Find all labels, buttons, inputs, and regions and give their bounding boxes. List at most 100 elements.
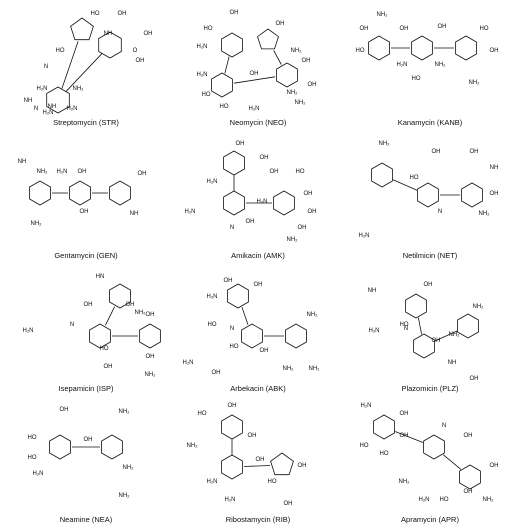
substituent-label: OH — [144, 31, 153, 37]
substituent-label: NH₂ — [435, 62, 447, 68]
glycosidic-bond — [105, 306, 115, 326]
hexose-ring — [89, 323, 111, 349]
substituent-label: NH₂ — [449, 332, 461, 338]
substituent-label: NH₂ — [479, 211, 491, 217]
substituent-label: H₂N — [359, 233, 370, 239]
glycosidic-bond — [65, 53, 103, 92]
compound-caption: Ribostamycin (RIB) — [225, 515, 291, 524]
substituent-label: N — [44, 64, 48, 70]
substituent-label: OH — [270, 169, 279, 175]
substituent-label: HO — [356, 48, 365, 54]
substituent-label: NH₂ — [379, 141, 391, 147]
glycosidic-bond — [392, 179, 418, 191]
hexose-ring — [285, 323, 307, 349]
hexose-ring — [417, 182, 439, 208]
substituent-label: H₂N — [397, 62, 408, 68]
glycosidic-bond — [418, 317, 422, 335]
substituent-label: NH₂ — [31, 221, 43, 227]
substituent-label: OH — [432, 149, 441, 155]
substituent-label: HO — [268, 479, 277, 485]
substituent-label: OH — [60, 407, 69, 413]
glycosidic-bond — [241, 307, 249, 325]
substituent-label: OH — [490, 463, 499, 469]
hexose-ring — [241, 323, 263, 349]
substituent-label: OH — [256, 457, 265, 463]
substituent-label: NH₂ — [37, 169, 49, 175]
substituent-label: OH — [146, 354, 155, 360]
substituent-label: H₂N — [207, 179, 218, 185]
glycosidic-bond — [61, 41, 79, 89]
hexose-ring — [49, 434, 71, 460]
hexose-ring — [455, 35, 477, 61]
hexose-ring — [223, 190, 245, 216]
substituent-label: OH — [246, 219, 255, 225]
substituent-label: HO — [220, 104, 229, 110]
substituent-label: NH₂ — [295, 100, 307, 106]
hexose-ring — [139, 323, 161, 349]
glycosidic-bond — [394, 431, 424, 443]
compound-caption: Neamine (NEA) — [59, 515, 113, 524]
hexose-ring — [211, 72, 233, 98]
hexose-ring — [221, 414, 243, 440]
substituent-label: HO — [360, 443, 369, 449]
substituent-label: NH₂ — [377, 12, 389, 18]
substituent-label: OH — [302, 58, 311, 64]
substituent-label: H₂N — [37, 86, 48, 92]
glycosidic-bond — [224, 56, 230, 74]
hexose-ring — [368, 35, 390, 61]
substituent-label: NH₂ — [135, 310, 147, 316]
substituent-label: OH — [308, 82, 317, 88]
substituent-label: H₂N — [57, 169, 68, 175]
substituent-label: NH — [130, 211, 139, 217]
substituent-label: H₂N — [33, 471, 44, 477]
hexose-ring — [109, 283, 131, 309]
hexose-ring — [101, 434, 123, 460]
glycosidic-bond — [233, 76, 276, 84]
substituent-label: NH₂ — [119, 493, 131, 499]
hexose-ring — [273, 190, 295, 216]
substituent-label: OH — [276, 21, 285, 27]
substituent-label: NH₂ — [469, 80, 481, 86]
substituent-label: H₂N — [225, 497, 236, 503]
substituent-label: NH — [490, 165, 499, 171]
substituent-label: H₂N — [207, 479, 218, 485]
hexose-ring — [276, 62, 298, 88]
compound-caption: Plazomicin (PLZ) — [401, 384, 459, 393]
substituent-label: HO — [230, 344, 239, 350]
substituent-label: HO — [208, 322, 217, 328]
substituent-label: OH — [236, 141, 245, 147]
compound-caption: Apramycin (APR) — [401, 515, 459, 524]
substituent-label: OH — [84, 437, 93, 443]
substituent-label: N — [438, 209, 442, 215]
substituent-label: HO — [412, 76, 421, 82]
substituent-label: OH — [146, 312, 155, 318]
substituent-label: NH₂ — [309, 366, 321, 372]
substituent-label: OH — [400, 433, 409, 439]
substituent-label: OH — [438, 24, 447, 30]
glycosidic-bond — [243, 465, 271, 467]
substituent-label: OH — [118, 11, 127, 17]
substituent-label: OH — [138, 171, 147, 177]
substituent-label: NH — [368, 288, 377, 294]
hexose-ring — [457, 313, 479, 339]
substituent-label: N — [230, 326, 234, 332]
compound-caption: Streptomycin (STR) — [53, 118, 119, 127]
glycosidic-bond — [434, 330, 458, 342]
pentose-ring — [270, 452, 294, 476]
substituent-label: OH — [298, 463, 307, 469]
substituent-label: H₂N — [185, 209, 196, 215]
substituent-label: HO — [480, 26, 489, 32]
hexose-ring — [46, 86, 70, 114]
substituent-label: H₂N — [197, 44, 208, 50]
hexose-ring — [405, 293, 427, 319]
hexose-ring — [221, 32, 243, 58]
substituent-label: N — [442, 423, 446, 429]
